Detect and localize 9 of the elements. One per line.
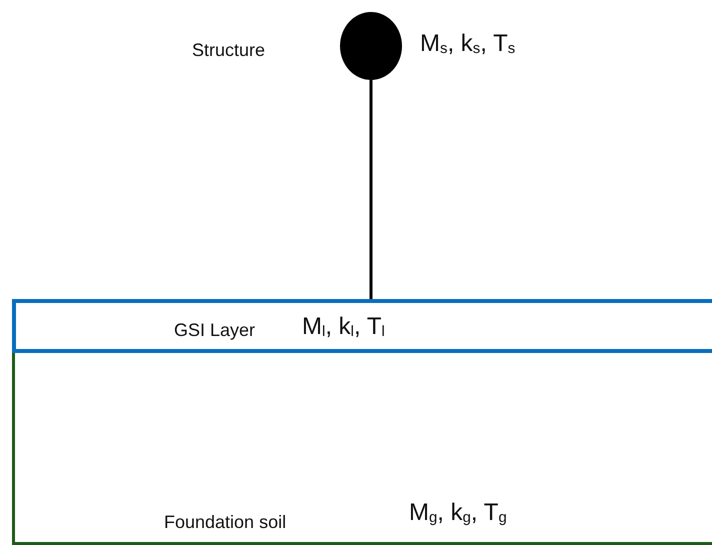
layer-label: GSI Layer [174,320,256,341]
column-line [370,80,372,299]
layer-box [12,299,712,353]
parameter-label: M$_{g}$, k$_{g}$, T$_{g}$ [409,499,507,527]
parameter-label: M$_{s}$, k$_{s}$, T$_{s}$ [420,30,516,58]
structure-label: Structure [192,40,266,61]
soil-label: Foundation soil [164,512,286,533]
parameter-label: M$_{l}$, k$_{l}$, T$_{l}$ [302,313,385,341]
soil-block [12,353,712,545]
